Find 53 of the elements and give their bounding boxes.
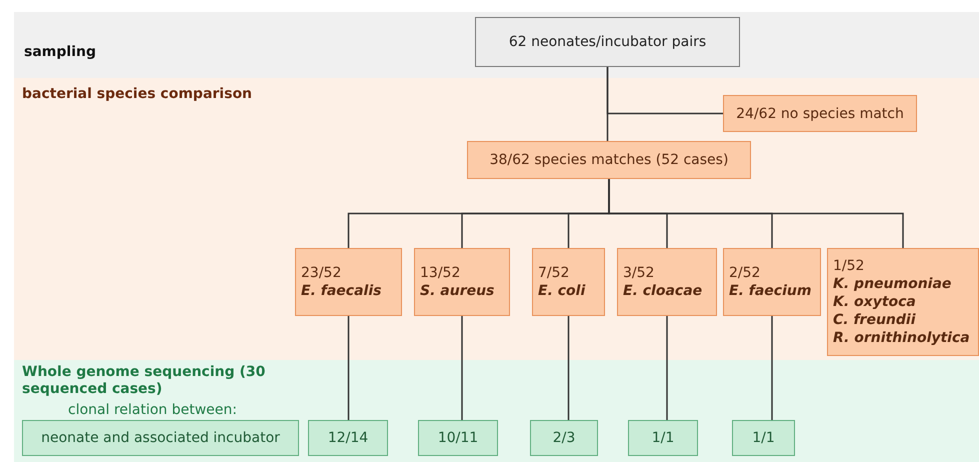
stage-box [467, 141, 751, 179]
connector-line [608, 179, 904, 248]
box-text: 1/1 [652, 429, 674, 447]
section-heading: Whole genome sequencing (30 sequenced cases) [22, 364, 266, 398]
section-band [14, 78, 979, 360]
box-text: 38/62 species matches (52 cases) [490, 151, 728, 169]
stage-box [617, 248, 717, 316]
species-name: E. cloacae [623, 282, 702, 300]
connector-line [461, 316, 463, 420]
connector-line [348, 316, 350, 420]
section-subheading: clonal relation between: [68, 402, 237, 419]
section-heading: bacterial species comparison [22, 86, 252, 103]
species-name: S. aureus [420, 282, 494, 300]
stage-box [22, 420, 299, 456]
stage-box [308, 420, 388, 456]
stage-box [723, 95, 917, 132]
box-text: 12/14 [328, 429, 368, 447]
stage-box [723, 248, 821, 316]
connector-line [666, 316, 668, 420]
section-band [14, 360, 979, 462]
species-name: C. freundii [833, 311, 916, 329]
case-count: 3/52 [623, 264, 654, 282]
species-name: R. ornithinolytica [833, 329, 970, 347]
stage-box [418, 420, 498, 456]
case-count: 1/52 [833, 257, 864, 275]
stage-box [475, 17, 740, 67]
species-name: E. faecium [729, 282, 812, 300]
section-heading: sampling [24, 44, 96, 61]
connector-line [771, 316, 773, 420]
case-count: 7/52 [538, 264, 570, 282]
box-text: 2/3 [552, 429, 576, 447]
stage-box [628, 420, 698, 456]
stage-box [414, 248, 510, 316]
species-name: K. pneumoniae [833, 275, 952, 293]
box-text: 24/62 no species match [736, 104, 904, 122]
stage-box [532, 248, 605, 316]
connector-line [568, 316, 570, 420]
section-band [14, 12, 979, 78]
species-name: K. oxytoca [833, 293, 916, 311]
stage-box [530, 420, 598, 456]
stage-box [295, 248, 402, 316]
species-name: E. faecalis [301, 282, 382, 300]
box-text: 62 neonates/incubator pairs [508, 33, 706, 51]
species-name: E. coli [538, 282, 586, 300]
box-text: 1/1 [752, 429, 775, 447]
case-count: 23/52 [301, 264, 342, 282]
case-count: 2/52 [729, 264, 760, 282]
case-count: 13/52 [420, 264, 460, 282]
connector-line [606, 67, 608, 141]
box-text: 10/11 [438, 429, 478, 447]
stage-box [827, 248, 979, 356]
box-text: neonate and associated incubator [41, 429, 280, 447]
stage-box [732, 420, 795, 456]
